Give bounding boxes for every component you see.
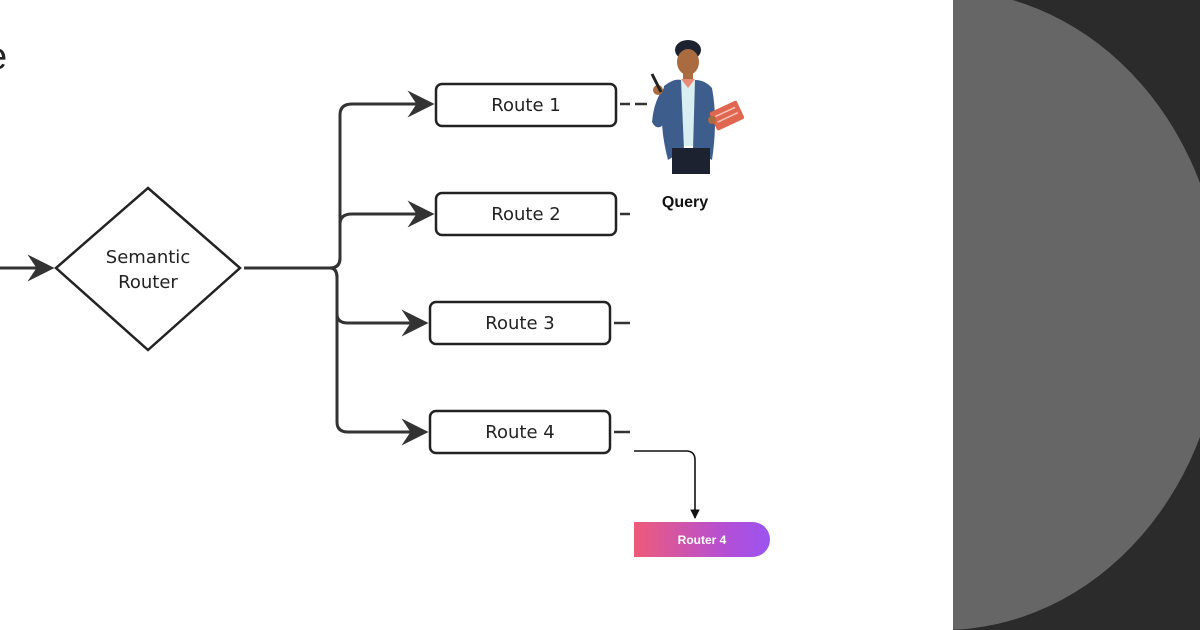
route-2-label: Route 2 (491, 204, 560, 225)
route-3-label: Route 3 (485, 313, 554, 334)
route-4-label: Route 4 (485, 422, 554, 443)
connector-route-2 (329, 200, 435, 270)
router-4-output-label: Router 4 (677, 532, 727, 547)
right-decorative-panel (953, 0, 1200, 630)
route-4-box (428, 409, 612, 455)
router-label-line1: Semantic (106, 247, 190, 268)
diagram-canvas: e Semantic Router Route 1 Route 2 Route … (0, 36, 770, 557)
connector-route-3 (329, 266, 429, 337)
page-title: e (0, 36, 7, 79)
route-3-box (428, 300, 612, 346)
semantic-router-diamond (54, 186, 242, 352)
connector-route-4 (329, 266, 429, 446)
route-4-output-connector (634, 450, 700, 519)
flow-diagram: Semantic Router Route 1 Route 2 Route 3 … (0, 40, 745, 519)
query-label: Query (661, 194, 709, 211)
route-2-box (434, 191, 618, 237)
route-1-label: Route 1 (491, 95, 560, 116)
connector-route-1 (244, 90, 435, 270)
decorative-circle (953, 0, 1200, 630)
router-label-line2: Router (118, 272, 178, 293)
router-4-output-pill: Router 4 (634, 522, 770, 557)
route-1-box (434, 82, 618, 128)
person-illustration (650, 40, 745, 174)
